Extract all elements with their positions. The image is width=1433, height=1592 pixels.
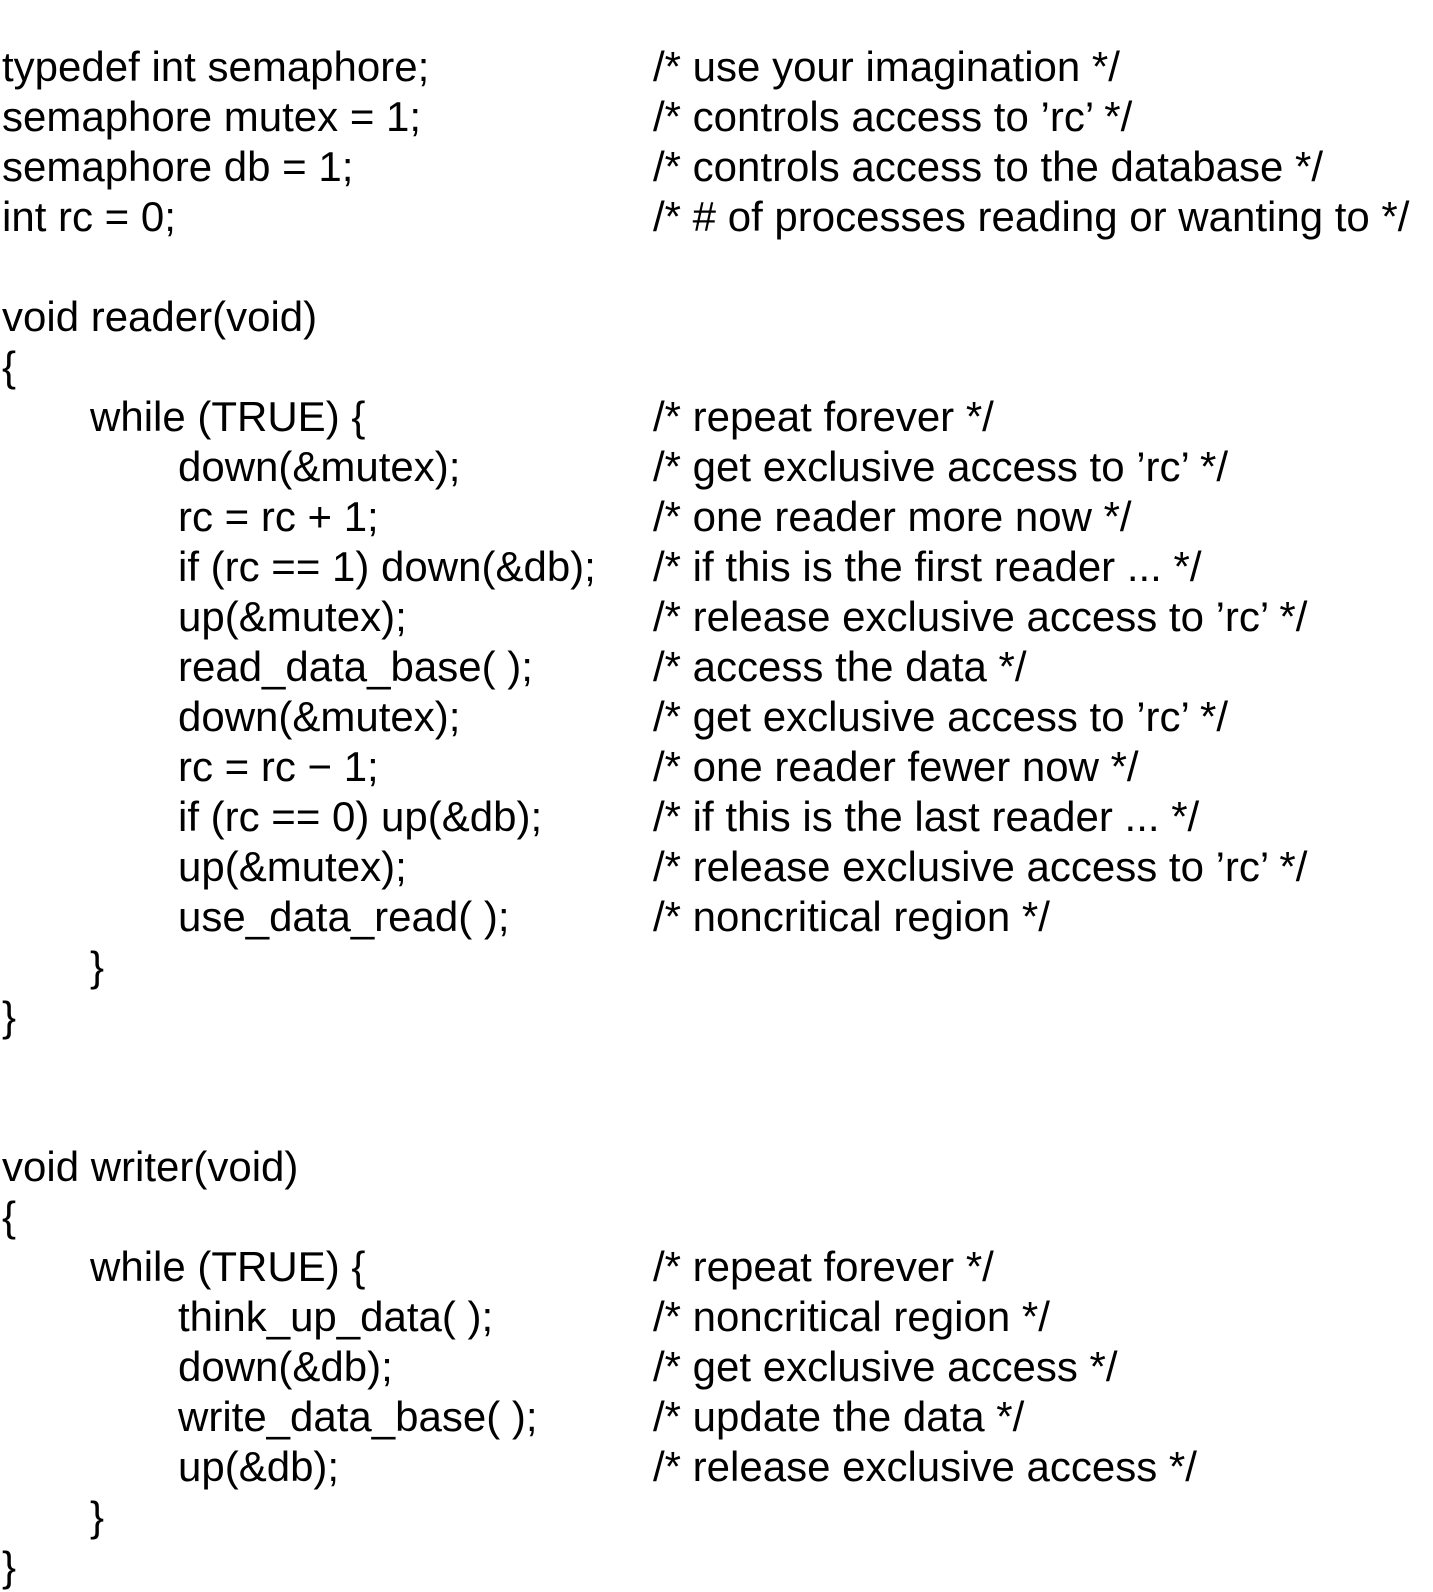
comment-text: /* get exclusive access to ’rc’ */ bbox=[653, 443, 1228, 490]
comment-text: /* release exclusive access to ’rc’ */ bbox=[653, 593, 1308, 640]
comment-text: /* repeat forever */ bbox=[653, 1243, 994, 1290]
code-line: read_data_base( ); /* access the data */ bbox=[2, 642, 1433, 692]
code-text: use_data_read( ); bbox=[178, 893, 510, 940]
code-text: } bbox=[90, 1493, 105, 1540]
code-text: read_data_base( ); bbox=[178, 643, 533, 690]
code-text: down(&mutex); bbox=[178, 693, 461, 740]
code-line: rc = rc + 1; /* one reader more now */ bbox=[2, 492, 1433, 542]
code-line: semaphore db = 1; /* controls access to t… bbox=[2, 142, 1433, 192]
code-text: if (rc == 1) down(&db); bbox=[178, 543, 596, 590]
code-text: down(&mutex); bbox=[178, 443, 461, 490]
code-text: } bbox=[2, 993, 17, 1040]
code-text: while (TRUE) { bbox=[90, 393, 366, 440]
blank-line bbox=[2, 1092, 1433, 1142]
code-text: { bbox=[2, 1193, 17, 1240]
code-line: write_data_base( ); /* update the data */ bbox=[2, 1392, 1433, 1442]
code-line: up(&db); /* release exclusive access */ bbox=[2, 1442, 1433, 1492]
code-line: up(&mutex); /* release exclusive access t… bbox=[2, 842, 1433, 892]
code-text: rc = rc − 1; bbox=[178, 743, 379, 790]
code-line: semaphore mutex = 1; /* controls access t… bbox=[2, 92, 1433, 142]
code-text: think_up_data( ); bbox=[178, 1293, 494, 1340]
comment-text: /* repeat forever */ bbox=[653, 393, 994, 440]
comment-text: /* use your imagination */ bbox=[653, 43, 1120, 90]
code-line: down(&mutex); /* get exclusive access to … bbox=[2, 442, 1433, 492]
code-line: rc = rc − 1; /* one reader fewer now */ bbox=[2, 742, 1433, 792]
code-line: { bbox=[2, 342, 1433, 392]
comment-text: /* # of processes reading or wanting to … bbox=[653, 193, 1410, 240]
comment-text: /* update the data */ bbox=[653, 1393, 1025, 1440]
code-line: think_up_data( ); /* noncritical region *… bbox=[2, 1292, 1433, 1342]
code-line: } bbox=[2, 992, 1433, 1042]
comment-text: /* controls access to ’rc’ */ bbox=[653, 93, 1133, 140]
code-text: int rc = 0; bbox=[2, 193, 176, 240]
code-text: while (TRUE) { bbox=[90, 1243, 366, 1290]
code-line: void writer(void) bbox=[2, 1142, 1433, 1192]
code-text: } bbox=[90, 943, 105, 990]
comment-text: /* noncritical region */ bbox=[653, 1293, 1050, 1340]
code-text: { bbox=[2, 343, 17, 390]
code-line: up(&mutex); /* release exclusive access t… bbox=[2, 592, 1433, 642]
code-line: while (TRUE) { /* repeat forever */ bbox=[2, 1242, 1433, 1292]
code-line: if (rc == 1) down(&db); /* if this is the… bbox=[2, 542, 1433, 592]
comment-text: /* access the data */ bbox=[653, 643, 1027, 690]
code-line: void reader(void) bbox=[2, 292, 1433, 342]
code-text: up(&mutex); bbox=[178, 593, 407, 640]
code-text: semaphore mutex = 1; bbox=[2, 93, 422, 140]
blank-line bbox=[2, 242, 1433, 292]
code-line: if (rc == 0) up(&db); /* if this is the l… bbox=[2, 792, 1433, 842]
code-text: write_data_base( ); bbox=[178, 1393, 538, 1440]
code-text: rc = rc + 1; bbox=[178, 493, 379, 540]
code-text: up(&db); bbox=[178, 1443, 340, 1490]
code-line: { bbox=[2, 1192, 1433, 1242]
comment-text: /* noncritical region */ bbox=[653, 893, 1050, 940]
code-line: } bbox=[2, 1542, 1433, 1592]
code-text: semaphore db = 1; bbox=[2, 143, 354, 190]
code-line: } bbox=[2, 1492, 1433, 1542]
code-line: typedef int semaphore; /* use your imagin… bbox=[2, 42, 1433, 92]
comment-text: /* if this is the last reader ... */ bbox=[653, 793, 1200, 840]
code-text: } bbox=[2, 1543, 17, 1590]
code-line: down(&mutex); /* get exclusive access to … bbox=[2, 692, 1433, 742]
code-text: typedef int semaphore; bbox=[2, 43, 430, 90]
code-line: } bbox=[2, 942, 1433, 992]
code-text: if (rc == 0) up(&db); bbox=[178, 793, 543, 840]
comment-text: /* get exclusive access */ bbox=[653, 1343, 1118, 1390]
comment-text: /* get exclusive access to ’rc’ */ bbox=[653, 693, 1228, 740]
blank-line bbox=[2, 1042, 1433, 1092]
comment-text: /* controls access to the database */ bbox=[653, 143, 1324, 190]
comment-text: /* one reader more now */ bbox=[653, 493, 1132, 540]
comment-text: /* if this is the first reader ... */ bbox=[653, 543, 1202, 590]
code-text: down(&db); bbox=[178, 1343, 393, 1390]
code-line: use_data_read( ); /* noncritical region *… bbox=[2, 892, 1433, 942]
code-text: void writer(void) bbox=[2, 1143, 299, 1190]
comment-text: /* release exclusive access */ bbox=[653, 1443, 1197, 1490]
code-line: down(&db); /* get exclusive access */ bbox=[2, 1342, 1433, 1392]
code-line: int rc = 0; /* # of processes reading or … bbox=[2, 192, 1433, 242]
comment-text: /* one reader fewer now */ bbox=[653, 743, 1139, 790]
code-text: up(&mutex); bbox=[178, 843, 407, 890]
comment-text: /* release exclusive access to ’rc’ */ bbox=[653, 843, 1308, 890]
code-line: while (TRUE) { /* repeat forever */ bbox=[2, 392, 1433, 442]
code-text: void reader(void) bbox=[2, 293, 318, 340]
